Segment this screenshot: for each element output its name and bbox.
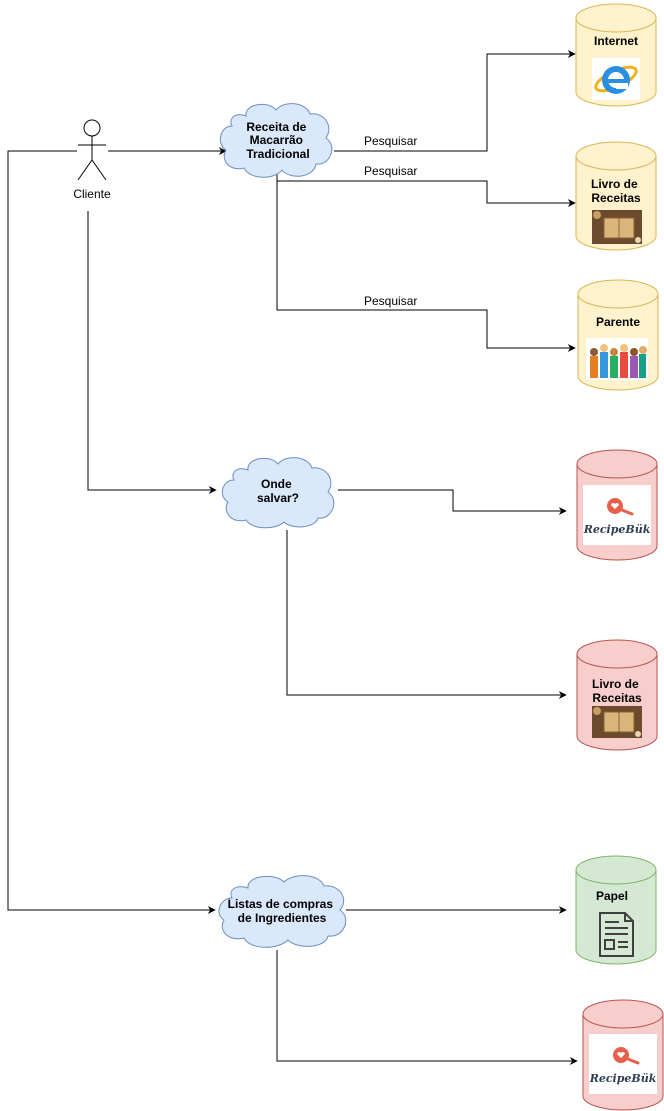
cloud-listas[interactable]: Listas de compras de Ingredientes — [218, 875, 347, 948]
cloud-receita[interactable]: Receita de Macarrão Tradicional — [219, 103, 333, 178]
cloud-receita-text: Receita de Macarrão Tradicional — [246, 120, 309, 161]
actor-cliente[interactable]: Cliente — [73, 119, 111, 201]
internet-explorer-icon — [592, 58, 640, 100]
cylinder-top — [576, 449, 658, 479]
cylinder-livro-receitas-1[interactable]: Livro de Receitas — [575, 141, 657, 251]
cylinder-livro1-label: Livro de Receitas — [591, 177, 641, 205]
cloud-receita-line-3: Tradicional — [246, 147, 309, 161]
cylinder-top — [576, 639, 658, 669]
edge-onde-to-livro2 — [286, 530, 567, 699]
recipe-book-image — [592, 706, 642, 738]
cylinder-body — [575, 870, 657, 965]
cylinder-internet-label: Internet — [594, 34, 638, 48]
cylinder-parente[interactable]: Parente — [577, 279, 659, 391]
cloud-shape — [221, 457, 335, 529]
people-group-image — [586, 338, 648, 380]
cylinder-livro2-label-line-1: Livro de — [592, 677, 639, 691]
cylinder-papel-label: Papel — [596, 889, 628, 903]
cylinder-livro1-label-line-2: Receitas — [591, 191, 641, 205]
edge-cliente-to-listas — [7, 150, 216, 914]
cylinder-top — [577, 279, 659, 309]
edges — [7, 50, 578, 1065]
edge-label-pesquisar-parente: Pesquisar — [364, 294, 417, 308]
cloud-onde-text: Onde salvar? — [257, 477, 299, 505]
recipebuk-logo-text: RecipeBük — [583, 523, 651, 536]
recipe-book-image — [592, 210, 642, 244]
edge-label-pesquisar-internet: Pesquisar — [364, 134, 417, 148]
cloud-onde-line-1: Onde — [261, 477, 292, 491]
edge-cliente-to-onde — [87, 211, 217, 494]
cloud-listas-line-1: Listas de compras — [228, 897, 334, 911]
recipebuk-logo: RecipeBük — [583, 485, 651, 545]
cloud-receita-line-2: Macarrão — [250, 133, 303, 147]
cloud-receita-line-1: Receita de — [246, 120, 306, 134]
cylinder-internet-label-line-1: Internet — [594, 34, 638, 48]
actor-label: Cliente — [73, 187, 111, 201]
cylinder-livro2-label-line-2: Receitas — [592, 691, 642, 705]
cloud-listas-line-2: de Ingredientes — [238, 911, 327, 925]
cloud-onde-salvar[interactable]: Onde salvar? — [221, 457, 335, 529]
cylinder-top — [575, 855, 657, 885]
cloud-listas-text: Listas de compras de Ingredientes — [228, 897, 337, 925]
cylinder-top — [575, 141, 657, 171]
recipebuk-logo: RecipeBük — [589, 1034, 657, 1094]
cylinder-livro-receitas-2[interactable]: Livro de Receitas — [576, 639, 658, 751]
cylinder-papel-label-line-1: Papel — [596, 889, 628, 903]
cylinder-livro1-label-line-1: Livro de — [591, 177, 638, 191]
cylinder-recipebuk-2[interactable]: RecipeBük — [582, 999, 664, 1111]
cylinder-parente-label: Parente — [596, 315, 640, 329]
cylinder-papel[interactable]: Papel — [575, 855, 657, 965]
cloud-shape — [219, 103, 333, 178]
edge-onde-to-recipebuk1 — [338, 489, 567, 515]
cylinder-top — [582, 999, 664, 1029]
paper-document-icon — [599, 912, 634, 957]
stick-figure-icon — [77, 119, 107, 181]
cylinder-top — [575, 3, 657, 33]
cylinder-internet[interactable]: Internet — [575, 3, 657, 107]
edge-receita-to-internet — [334, 50, 576, 152]
cylinder-livro2-label: Livro de Receitas — [592, 677, 642, 705]
edge-listas-to-recipebuk2 — [276, 950, 578, 1065]
recipebuk-logo-text: RecipeBük — [589, 1072, 657, 1085]
cloud-shape — [218, 875, 347, 948]
edge-receita-to-parente — [276, 170, 576, 352]
cylinder-recipebuk-1[interactable]: RecipeBük — [576, 449, 658, 561]
cylinder-parente-label-line-1: Parente — [596, 315, 640, 329]
edge-label-pesquisar-livro: Pesquisar — [364, 164, 417, 178]
edge-receita-to-livro1 — [277, 180, 576, 207]
cloud-onde-line-2: salvar? — [257, 491, 299, 505]
